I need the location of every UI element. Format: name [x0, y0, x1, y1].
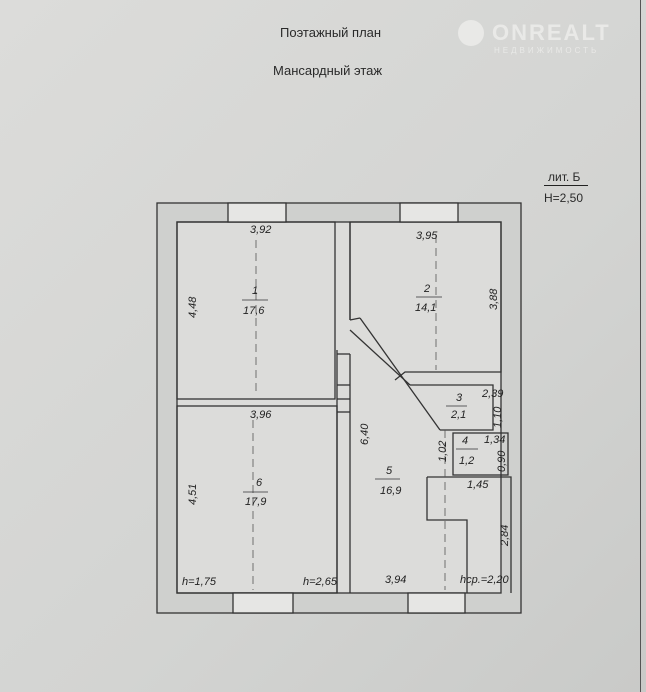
room-6-height-high: h=2,65	[303, 576, 338, 588]
watermark: ONREALT НЕДВИЖИМОСТЬ	[458, 20, 611, 55]
liter-label: лит. Б	[548, 170, 581, 184]
room-6-area: 17,9	[245, 496, 266, 508]
room-1-number: 1	[252, 285, 258, 297]
room-2-number: 2	[423, 283, 430, 295]
room-4-width: 1,34	[484, 434, 505, 446]
room-6-width: 3,96	[250, 409, 272, 421]
page-edge	[640, 0, 641, 692]
room-5-dim-1: 1,02	[437, 441, 449, 462]
home-pin-icon	[458, 20, 484, 46]
room-3-area: 2,1	[450, 409, 466, 421]
room-6-height-low: h=1,75	[182, 576, 217, 588]
plan-title: Поэтажный план	[280, 25, 382, 40]
room-4-area: 1,2	[459, 455, 474, 467]
room-3-length: 1,10	[492, 406, 504, 428]
room-2-area: 14,1	[415, 302, 436, 314]
room-6-length: 4,51	[187, 484, 199, 505]
room-2-width: 3,95	[416, 230, 438, 242]
room-4-number: 4	[462, 435, 468, 447]
room-4-length: 0,90	[496, 450, 508, 472]
room-5-dim-3: 2,84	[499, 525, 511, 547]
floor-title: Мансардный этаж	[273, 63, 383, 78]
room-5-height: hср.=2,20	[460, 574, 510, 586]
liter-divider	[544, 185, 588, 186]
room-5-length: 6,40	[359, 423, 371, 445]
room-5-dim-2: 1,45	[467, 479, 489, 491]
room-6-number: 6	[256, 477, 263, 489]
room-5-area: 16,9	[380, 485, 401, 497]
room-3-width: 2,39	[481, 388, 503, 400]
room-1-width: 3,92	[250, 224, 271, 236]
room-2-length: 3,88	[488, 288, 500, 310]
height-label: H=2,50	[544, 191, 584, 205]
room-5-number: 5	[386, 465, 393, 477]
room-1-length: 4,48	[187, 296, 199, 318]
room-5-width: 3,94	[385, 574, 406, 586]
room-1-area: 17,6	[243, 305, 265, 317]
room-3-number: 3	[456, 392, 463, 404]
